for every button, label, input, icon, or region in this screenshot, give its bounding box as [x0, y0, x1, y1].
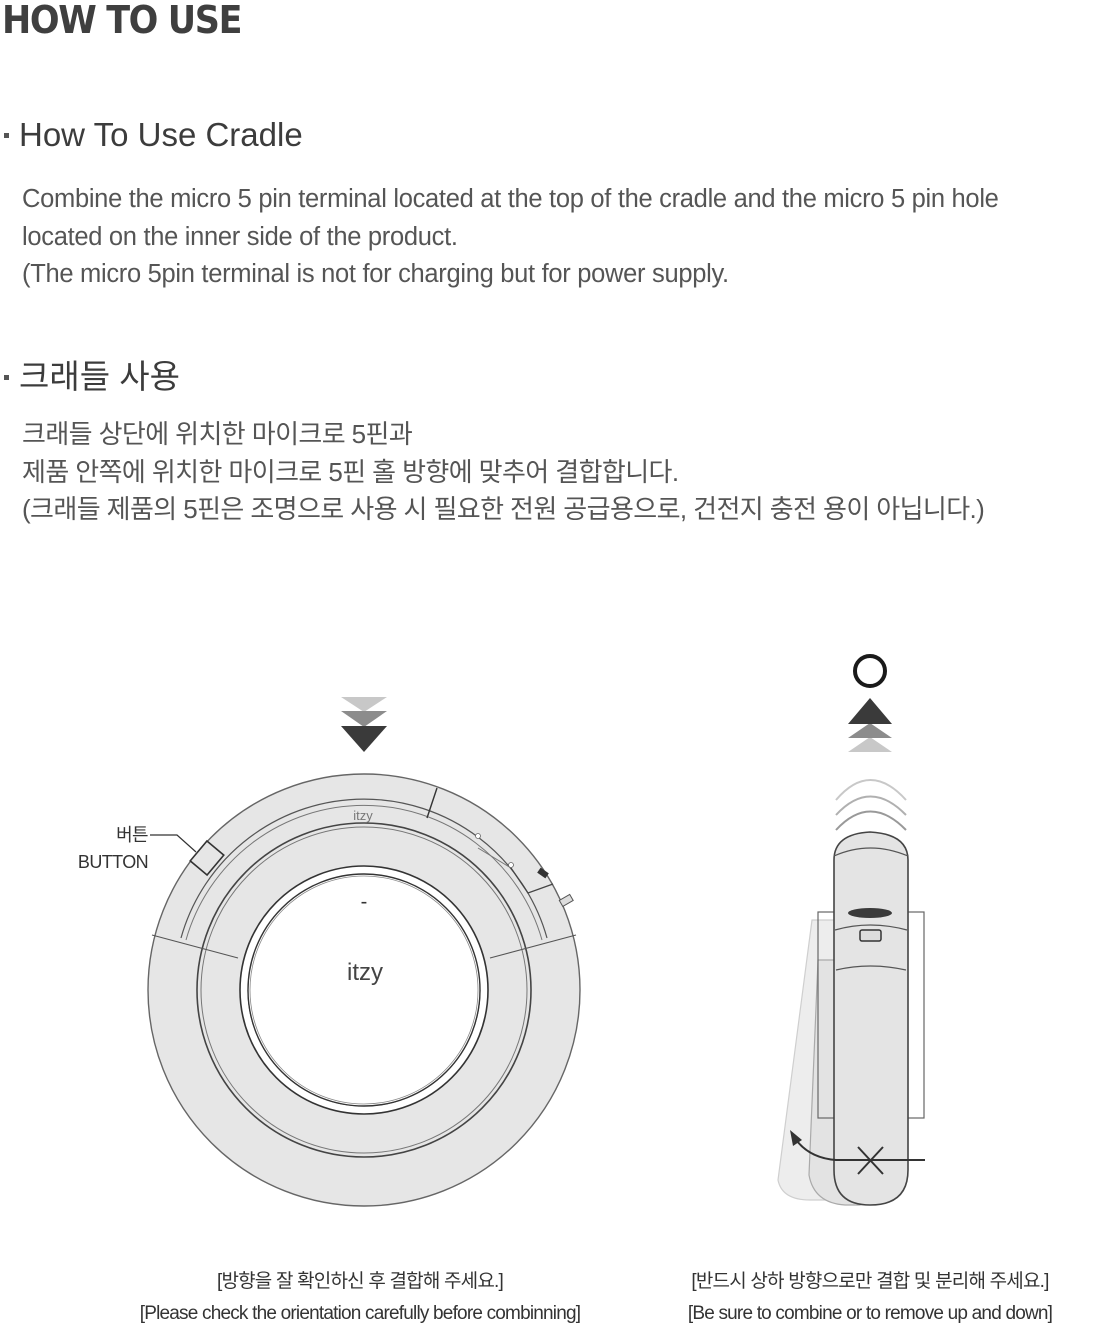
caption-orientation: [방향을 잘 확인하신 후 결합해 주세요.] [Please check th…: [90, 1266, 630, 1330]
caption-en: [Please check the orientation carefully …: [139, 1303, 581, 1324]
section-heading-cradle-ko: 크래들 사용: [4, 350, 180, 398]
page-title: HOW TO USE: [2, 0, 242, 42]
caption-ko: [방향을 잘 확인하신 후 결합해 주세요.]: [216, 1271, 504, 1292]
section-heading-text: 크래들 사용: [19, 358, 180, 395]
instruction-line: located on the inner side of the product…: [22, 222, 458, 251]
cradle-instructions-en: Combine the micro 5 pin terminal located…: [22, 181, 999, 294]
bullet-icon: [4, 133, 9, 139]
wrong-x-icon: [857, 1146, 884, 1175]
instruction-line: (크래들 제품의 5핀은 조명으로 사용 시 필요한 전원 공급용으로, 건전지…: [22, 494, 985, 524]
button-callout-label: 버튼 BUTTON: [60, 822, 149, 876]
down-arrow-icon: [341, 697, 387, 752]
caption-up-down: [반드시 상하 방향으로만 결합 및 분리해 주세요.] [Be sure to…: [640, 1266, 1100, 1330]
cradle-instructions-ko: 크래들 상단에 위치한 마이크로 5핀과 제품 안쪽에 위치한 마이크로 5핀 …: [22, 416, 985, 529]
center-mark: -: [361, 891, 368, 913]
correct-circle-icon: [853, 654, 887, 688]
section-heading-cradle-en: How To Use Cradle: [4, 116, 303, 154]
section-heading-text: How To Use Cradle: [19, 116, 303, 153]
instruction-line: (The micro 5pin terminal is not for char…: [22, 260, 729, 288]
caption-ko: [반드시 상하 방향으로만 결합 및 분리해 주세요.]: [691, 1271, 1049, 1292]
ring-brand-center: itzy: [347, 959, 383, 986]
motion-arcs: [835, 779, 907, 831]
up-arrow-icon: [848, 698, 892, 752]
button-label-en: BUTTON: [77, 852, 149, 872]
bullet-icon: [4, 375, 9, 381]
button-label-ko: 버튼: [116, 825, 149, 845]
ring-light-product: [147, 773, 581, 1207]
caption-en: [Be sure to combine or to remove up and …: [687, 1303, 1053, 1324]
side-view-product: [777, 831, 925, 1206]
instruction-line: 크래들 상단에 위치한 마이크로 5핀과: [22, 419, 413, 449]
ring-brand-small: itzy: [353, 808, 373, 823]
instruction-line: 제품 안쪽에 위치한 마이크로 5핀 홀 방향에 맞추어 결합합니다.: [22, 456, 679, 487]
instruction-line: Combine the micro 5 pin terminal located…: [22, 185, 999, 213]
